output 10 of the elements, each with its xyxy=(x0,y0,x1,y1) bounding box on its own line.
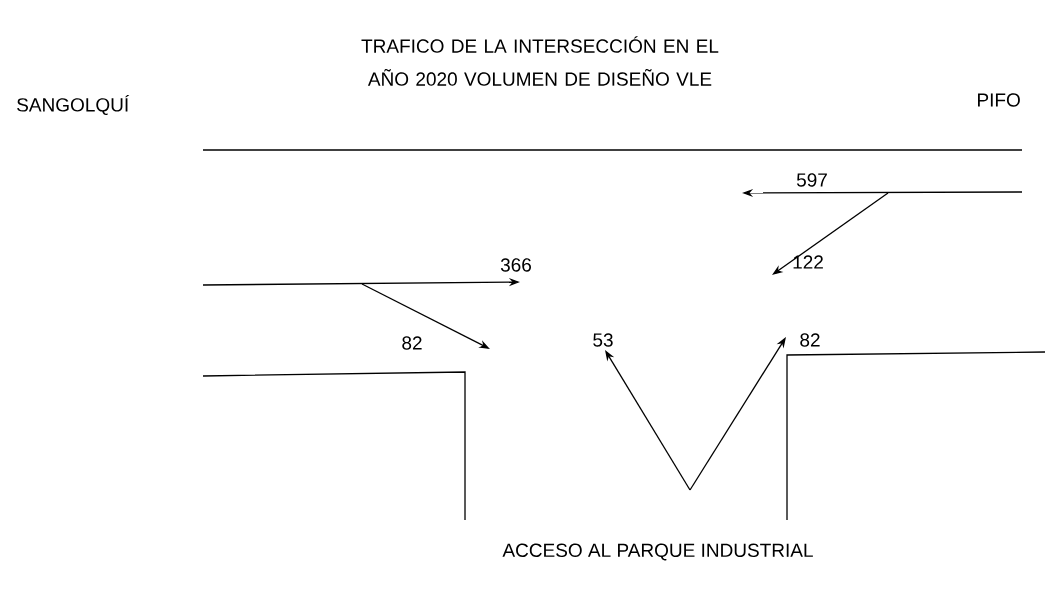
volume-number: 82 xyxy=(402,336,422,350)
volume-number: 122 xyxy=(793,255,823,269)
place-name: SANGOLQUÍ xyxy=(17,94,130,115)
volume-number: 597 xyxy=(796,173,827,187)
diagram-title: TRAFICO DE LA INTERSECCIÓN EN EL AÑO 2020 VOLUMEN DE DISEÑO VLE xyxy=(361,36,719,86)
volume-number: 366 xyxy=(500,258,531,272)
volume-number: 53 xyxy=(593,333,613,347)
access-road-label: ACCESO AL PARQUE INDUSTRIAL xyxy=(502,543,813,561)
volume-number: 82 xyxy=(800,333,820,347)
place-name: PIFO xyxy=(978,93,1020,107)
